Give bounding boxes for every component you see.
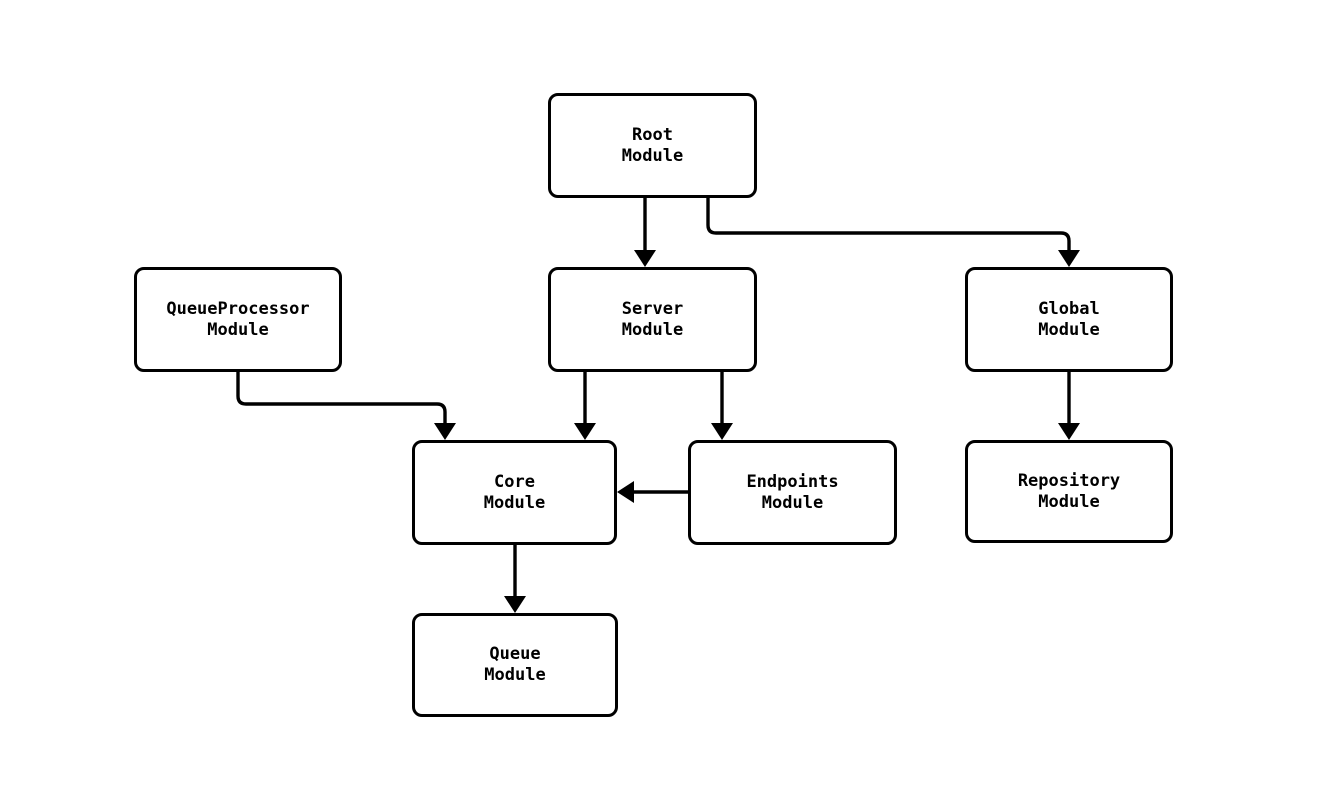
edge-line [706,198,1071,252]
edge-queue-processor-to-core [236,372,456,440]
node-label-line: Module [621,319,684,340]
edge-root-to-global [706,198,1080,267]
node-label-line: Queue [489,644,541,664]
edge-global-to-repository [1058,372,1080,440]
edge-core-to-queue [504,545,526,613]
edge-endpoints-to-core [617,481,688,503]
node-label-line: Module [207,319,269,340]
node-label-line: Module [761,492,824,513]
edge-server-to-core [574,372,596,440]
node-label-line: Module [1038,491,1100,512]
arrowhead-icon [1058,423,1080,440]
node-label-line: Module [1038,319,1100,340]
node-label-line: Repository [1017,470,1121,491]
node-label-line: Core [494,471,535,492]
node-label-line: Module [484,665,546,685]
arrowhead-icon [634,250,656,267]
node-label-line: Module [483,492,546,513]
arrowhead-icon [574,423,596,440]
arrowhead-icon [504,596,526,613]
arrowhead-icon [711,423,733,440]
node-label-line: Server [621,298,684,319]
node-label-line: Global [1038,298,1100,319]
node-label-line: Root [632,124,673,145]
node-label-line: Module [621,145,684,166]
arrowhead-icon [617,481,634,503]
edge-root-to-server [634,198,656,267]
edge-line [236,372,447,425]
arrowhead-icon [1058,250,1080,267]
node-label-line: QueueProcessor [166,298,310,319]
edge-server-to-endpoints [711,372,733,440]
arrowhead-icon [434,423,456,440]
node-label-line: Endpoints [746,471,839,492]
